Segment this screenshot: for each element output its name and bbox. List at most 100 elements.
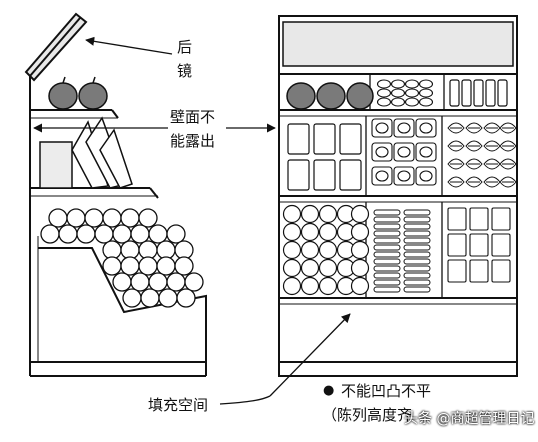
- box-item: [339, 159, 362, 191]
- orange-item: [138, 256, 158, 276]
- orange-item: [166, 272, 186, 292]
- watermark: 头条 @商超管理日记: [404, 411, 535, 427]
- bottle-item: [461, 79, 472, 107]
- orange-front-item: [282, 222, 302, 242]
- side-tilted-boxes: [39, 116, 133, 189]
- box-item: [313, 159, 336, 191]
- orange-item: [120, 208, 140, 228]
- orange-item: [84, 208, 104, 228]
- orange-front-item: [282, 240, 302, 260]
- orange-item: [156, 256, 176, 276]
- side-apples: [48, 76, 108, 110]
- orange-item: [76, 224, 96, 244]
- side-view-shelf: [24, 12, 207, 377]
- oval-item: [390, 79, 406, 89]
- mirror-panel: [24, 12, 88, 82]
- orange-item: [138, 240, 158, 260]
- smallbox-item: [491, 233, 511, 257]
- orange-item: [48, 208, 68, 228]
- oval-item: [376, 97, 392, 107]
- smallbox-item: [447, 259, 467, 283]
- roll-item: [403, 244, 431, 251]
- orange-item: [102, 240, 122, 260]
- roll-item: [403, 286, 431, 293]
- tray-content: [397, 170, 411, 182]
- roll-item: [403, 279, 431, 286]
- orange-front-item: [350, 258, 370, 278]
- orange-item: [138, 208, 158, 228]
- roll-item: [403, 230, 431, 237]
- roll-item: [373, 216, 401, 223]
- orange-item: [102, 256, 122, 276]
- orange-front-item: [300, 258, 320, 278]
- label-fill-space: 填充空间: [148, 396, 209, 414]
- tray-content: [375, 122, 389, 134]
- tray-content: [419, 170, 433, 182]
- roll-item: [373, 251, 401, 258]
- orange-item: [66, 208, 86, 228]
- orange-item: [174, 240, 194, 260]
- orange-front-item: [318, 240, 338, 260]
- orange-item: [94, 224, 114, 244]
- orange-item: [112, 272, 132, 292]
- label-wall-line2: 能露出: [170, 132, 216, 150]
- smallbox-item: [447, 233, 467, 257]
- orange-item: [176, 288, 196, 308]
- tray-content: [397, 122, 411, 134]
- roll-item: [403, 258, 431, 265]
- tray-content: [419, 146, 433, 158]
- roll-item: [403, 272, 431, 279]
- roll-item: [373, 223, 401, 230]
- orange-front-item: [300, 240, 320, 260]
- orange-item: [184, 272, 204, 292]
- roll-item: [373, 258, 401, 265]
- orange-item: [120, 240, 140, 260]
- smallbox-item: [469, 233, 489, 257]
- front-rolls: [373, 209, 431, 293]
- front-small-ovals: [376, 79, 434, 107]
- front-view-shelf: [278, 15, 518, 377]
- roll-item: [373, 244, 401, 251]
- label-wall-line1: 壁面不: [170, 108, 216, 126]
- orange-item: [174, 256, 194, 276]
- oval-item: [418, 79, 434, 89]
- front-trays-middle: [371, 118, 437, 186]
- smallbox-item: [491, 207, 511, 231]
- orange-item: [148, 224, 168, 244]
- tray-content: [419, 122, 433, 134]
- orange-item: [40, 224, 60, 244]
- orange-item: [102, 208, 122, 228]
- front-apples: [286, 82, 374, 110]
- orange-item: [120, 256, 140, 276]
- bottle-item: [449, 79, 460, 107]
- orange-item: [130, 272, 150, 292]
- orange-front-item: [282, 258, 302, 278]
- orange-front-item: [300, 204, 320, 224]
- smallbox-item: [469, 207, 489, 231]
- roll-item: [373, 209, 401, 216]
- bottle-item: [485, 79, 496, 107]
- annotation-arrows: [33, 36, 351, 405]
- oval-item: [404, 97, 420, 107]
- oval-item: [418, 88, 434, 98]
- smallbox-item: [491, 259, 511, 283]
- front-boxes-middle-left: [287, 123, 362, 191]
- orange-item: [148, 272, 168, 292]
- orange-item: [130, 224, 150, 244]
- bottle-item: [497, 79, 508, 107]
- roll-item: [373, 237, 401, 244]
- orange-front-item: [350, 204, 370, 224]
- oval-item: [390, 88, 406, 98]
- smallbox-item: [447, 207, 467, 231]
- orange-item: [58, 224, 78, 244]
- side-orange-pile: [40, 208, 204, 308]
- tray-content: [375, 170, 389, 182]
- orange-item: [156, 240, 176, 260]
- box-item: [339, 123, 362, 155]
- box-item: [287, 159, 310, 191]
- orange-item: [166, 224, 186, 244]
- bottle-item: [473, 79, 484, 107]
- orange-front-item: [350, 240, 370, 260]
